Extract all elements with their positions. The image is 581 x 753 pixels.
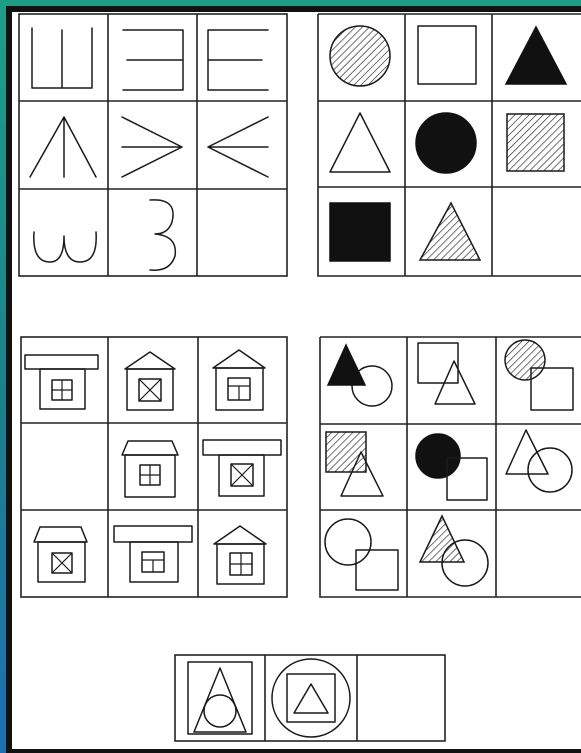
- house-flat-roof-plus-window: [25, 355, 98, 409]
- hatched-circle: [330, 26, 390, 86]
- cell-fan-left: [208, 117, 268, 177]
- puzzle-lines-matrix: [19, 14, 287, 276]
- puzzle-houses-matrix: [21, 337, 287, 597]
- filled-circle-with-square: [416, 434, 487, 500]
- cell-comb-right: [208, 30, 268, 90]
- cell-empty-answer[interactable]: [493, 188, 580, 275]
- hatched-square: [507, 114, 564, 171]
- cell-comb-left: [123, 30, 183, 90]
- hatched-square-with-triangle: [326, 432, 383, 496]
- house-gable-roof-x-window: [125, 352, 175, 410]
- house-gable-roof-plus-window: [122, 441, 178, 497]
- cell-fan-right: [122, 117, 182, 177]
- house-gable-roof-t-window: [213, 350, 265, 410]
- cell-empty-answer[interactable]: [358, 656, 444, 740]
- cell-comb-up: [32, 28, 92, 88]
- house-flat-roof-t-window: [114, 526, 192, 582]
- hatched-triangle-with-circle: [420, 516, 488, 586]
- empty-triangle: [330, 113, 390, 172]
- hatched-triangle: [420, 203, 480, 260]
- square-with-triangle: [418, 343, 475, 404]
- hatched-circle-with-square: [505, 340, 573, 410]
- filled-triangle: [506, 27, 566, 84]
- cell-fan-up: [30, 117, 96, 177]
- filled-square: [330, 203, 390, 261]
- puzzle-overlap-matrix: [320, 337, 581, 597]
- circle-with-square: [325, 519, 398, 590]
- house-gable-roof-x-window: [34, 527, 87, 582]
- cell-curve-w: [34, 232, 96, 262]
- puzzle-nested-sequence: [175, 655, 445, 741]
- cell-empty-answer[interactable]: [22, 424, 107, 509]
- empty-square: [418, 26, 476, 84]
- house-gable-roof-plus-window: [214, 526, 266, 584]
- square-triangle-circle: [188, 662, 252, 734]
- filled-triangle-with-circle: [328, 345, 392, 406]
- circle-square-triangle: [272, 659, 350, 737]
- cell-empty-answer[interactable]: [497, 511, 580, 596]
- cell-curve-3: [150, 200, 175, 270]
- filled-circle: [416, 113, 476, 173]
- puzzle-shapes-matrix: [318, 14, 581, 276]
- cell-empty-answer[interactable]: [198, 190, 286, 275]
- house-flat-roof-x-window: [203, 440, 281, 496]
- triangle-with-circle: [506, 430, 572, 492]
